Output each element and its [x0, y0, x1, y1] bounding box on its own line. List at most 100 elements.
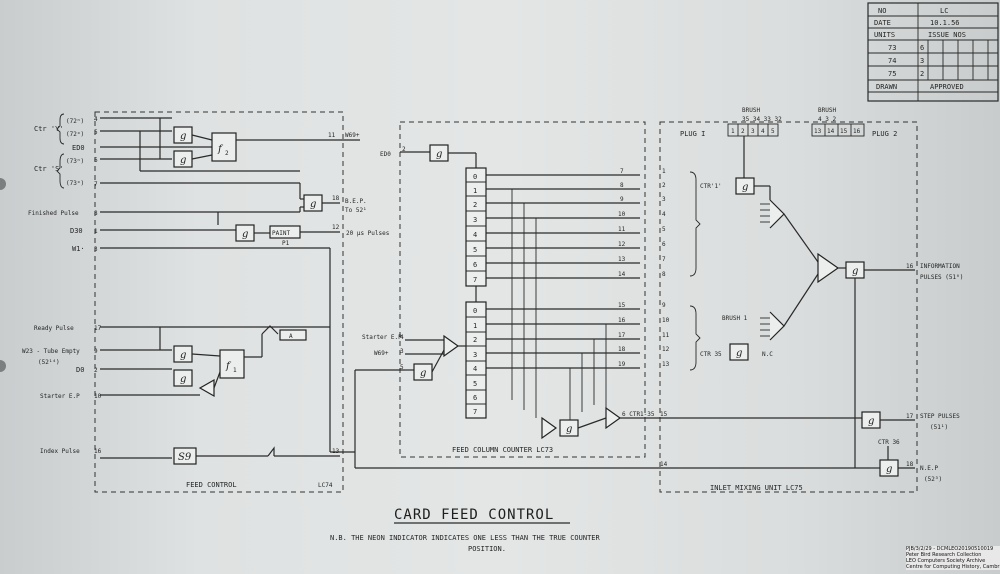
imu-nep: N.E.P — [920, 465, 938, 472]
fcc-gate-bottom-label: g — [566, 424, 572, 435]
imu-pin14: 14 — [660, 461, 668, 468]
upper-counter-column: 0 1 2 3 4 5 6 7 — [465, 167, 487, 287]
tb-label-no: NO — [878, 7, 886, 15]
tb-value-issue: ISSUE NOS — [928, 31, 966, 39]
note-line-2: POSITION. — [468, 545, 506, 553]
imu-brush1: BRUSH 1 — [722, 315, 748, 322]
pin-out-18: 18 — [332, 195, 340, 202]
fcc-amp-3 — [605, 406, 622, 430]
upper-out-12: 12 — [618, 241, 626, 248]
label-d0: D0 — [76, 366, 84, 374]
feed-control-unit: Ctr 'Y' (72ⁿ) (72ᵒ) ED0 Ctr 'S' (73ⁿ) (7… — [22, 113, 390, 489]
archive-caption: PJB/3/2/29 - DCMLEO20190510019 Peter Bir… — [906, 546, 1000, 570]
plug1-pin-2: 2 — [741, 128, 745, 135]
imu-pin-6: 6 — [662, 241, 666, 248]
inlet-mixing-unit-box — [659, 121, 918, 493]
upper-stage-4: 4 — [473, 231, 477, 239]
lower-counter-column: 0 1 2 3 4 5 6 7 — [465, 301, 487, 419]
pin-17: 17 — [94, 325, 102, 332]
tb-unit-73: 73 — [888, 44, 896, 52]
imu-and-upper — [769, 199, 785, 229]
neon-label: A — [289, 333, 293, 340]
gate-g-3-label: g — [310, 199, 316, 210]
feed-control-box — [94, 111, 344, 493]
lower-stage-2: 2 — [473, 336, 477, 344]
imu-brace-upper — [689, 171, 701, 277]
neon-indicator — [279, 329, 307, 341]
label-w23-sub: (52¹⁴) — [38, 359, 60, 366]
tb-label-date: DATE — [874, 19, 891, 27]
imu-pin-1: 1 — [662, 168, 666, 175]
archive-line-1: PJB/3/2/29 - DCMLEO20190510019 — [906, 546, 994, 552]
plug1-pin-1: 1 — [731, 128, 735, 135]
imu-brush-nums-1: 35 34 33 32 — [742, 116, 782, 123]
imu-out17: 17 — [906, 413, 914, 420]
upper-stage-1: 1 — [473, 187, 477, 195]
imu-pin-3: 3 — [662, 196, 666, 203]
upper-out-7: 7 — [620, 168, 624, 175]
label-d30: D30 — [70, 227, 83, 235]
feed-control-footer: FEED CONTROL — [186, 481, 237, 489]
fcc-ed0: ED0 — [380, 151, 391, 158]
tb-value-date: 10.1.56 — [930, 19, 960, 27]
upper-stage-2: 2 — [473, 201, 477, 209]
imu-gate-info-label: g — [852, 266, 858, 277]
imu-brush-nums-2: 4 3 2 — [818, 116, 836, 123]
pin-3: 3 — [94, 246, 98, 253]
lower-out-15: 15 — [618, 302, 626, 309]
upper-out-14: 14 — [618, 271, 626, 278]
label-72n: (72ⁿ) — [66, 118, 84, 125]
imu-gate-ctr35 — [729, 343, 749, 361]
pin-out-11: 11 — [328, 132, 336, 139]
archive-line-3: LEO Computers Society Archive — [906, 558, 986, 564]
lower-stage-6: 6 — [473, 394, 477, 402]
lower-out-17: 17 — [618, 332, 626, 339]
fcc-ctr135: 6 CTR1-35 — [622, 411, 655, 418]
feed-control-code: LC74 — [318, 482, 333, 489]
diagram-title: CARD FEED CONTROL — [394, 507, 554, 523]
fcc-pin5: 5 — [400, 364, 404, 371]
imu-pin-11: 11 — [662, 332, 670, 339]
pin-10: 10 — [94, 393, 102, 400]
label-bep: B.E.P. — [345, 198, 367, 205]
lower-stage-5: 5 — [473, 380, 477, 388]
f2-sub: 2 — [225, 150, 229, 157]
label-w23: W23 - Tube Empty — [22, 348, 80, 355]
tb-approved: APPROVED — [930, 83, 964, 91]
pin-5: 5 — [94, 129, 98, 136]
brace-ctr-y — [56, 113, 65, 145]
binder-hole-1 — [0, 178, 6, 190]
tb-value-no: LC — [940, 7, 948, 15]
lower-out-16: 16 — [618, 317, 626, 324]
pin-9: 9 — [94, 348, 98, 355]
fcc-w69: W69+ — [374, 350, 389, 357]
imu-or — [817, 252, 840, 284]
upper-stage-7: 7 — [473, 276, 477, 284]
label-73o: (73ᵒ) — [66, 180, 84, 187]
title-block: NO LC DATE 10.1.56 UNITS ISSUE NOS 73 6 … — [867, 2, 999, 102]
lower-stage-0: 0 — [473, 307, 477, 315]
lower-out-19: 19 — [618, 361, 626, 368]
imu-pin-8: 8 — [662, 271, 666, 278]
plug2-pin-16: 16 — [853, 128, 861, 135]
fcc-gate-ed0-label: g — [436, 149, 442, 160]
imu-pin-2: 2 — [662, 182, 666, 189]
imu-and-lower — [769, 311, 785, 341]
label-starter-ep: Starter E.P — [40, 393, 80, 400]
upper-stage-3: 3 — [473, 216, 477, 224]
tb-issue-74: 3 — [920, 57, 924, 65]
gate-g-6 — [173, 369, 193, 387]
upper-out-13: 13 — [618, 256, 626, 263]
brace-ctr-s — [56, 153, 65, 189]
gate-g-1-label: g — [180, 131, 186, 142]
pin-4: 4 — [94, 116, 98, 123]
lower-out-18: 18 — [618, 346, 626, 353]
feed-column-counter: ED0 2 g 0 1 2 3 4 5 6 7 — [340, 139, 655, 454]
plug1-pin-5: 5 — [771, 128, 775, 135]
pin-16: 16 — [94, 448, 102, 455]
imu-info-pulses-2: PULSES (51⁰) — [920, 274, 963, 281]
plug2-pin-13: 13 — [814, 128, 822, 135]
upper-out-8: 8 — [620, 182, 624, 189]
paint-sub: P1 — [282, 240, 290, 247]
